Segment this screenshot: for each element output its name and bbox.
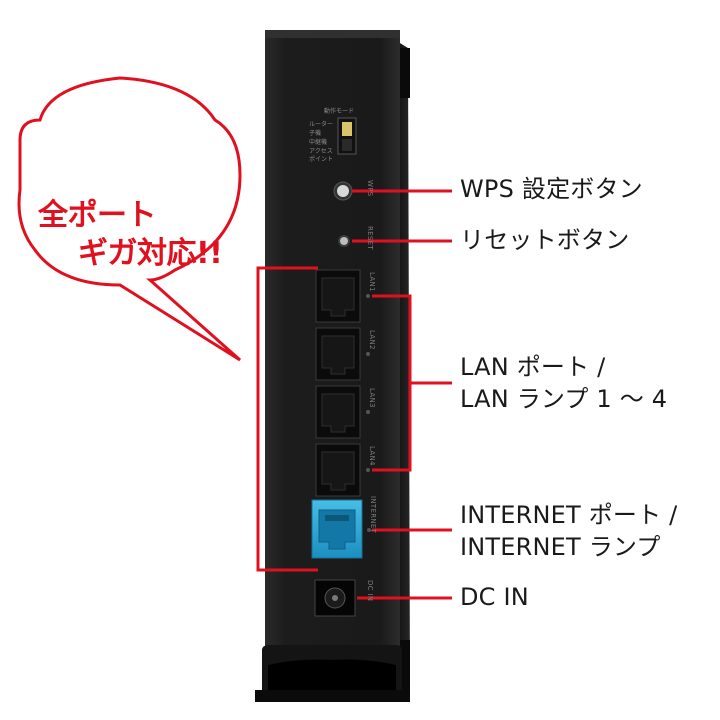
dcin-callout-label: DC IN xyxy=(460,583,529,611)
mode-switch[interactable] xyxy=(337,117,357,155)
internet-printed-label: INTERNET xyxy=(369,496,377,534)
reset-callout-label: リセットボタン xyxy=(460,226,630,254)
dcin-printed-label: DC IN xyxy=(366,580,374,602)
internet-lamp xyxy=(367,528,371,532)
callout-lines xyxy=(256,189,452,600)
lan-port-1[interactable] xyxy=(315,269,361,323)
reset-printed-label: RESET xyxy=(366,226,374,250)
lan1-printed-label: LAN1 xyxy=(368,272,376,292)
wps-callout-label: WPS 設定ボタン xyxy=(460,175,643,203)
lan4-printed-label: LAN4 xyxy=(368,446,376,466)
lan-lamp-1 xyxy=(366,294,370,298)
lan-lamp-4 xyxy=(366,468,370,472)
dc-in-port[interactable] xyxy=(314,579,356,617)
mode-option-3: 中継機 xyxy=(309,139,328,146)
lan3-printed-label: LAN3 xyxy=(368,388,376,408)
lan-port-4[interactable] xyxy=(315,443,361,497)
lan-callout-label-line2: LAN ランプ 1 ～ 4 xyxy=(460,385,668,413)
wps-printed-label: WPS xyxy=(366,180,374,197)
internet-callout-label-line1: INTERNET ポート / xyxy=(460,501,678,529)
reset-button[interactable] xyxy=(338,235,350,247)
mode-option-2: 子機 xyxy=(309,130,322,137)
mode-option-5: ポイント xyxy=(309,156,334,163)
lan-lamp-2 xyxy=(366,352,370,356)
internet-port[interactable] xyxy=(311,499,363,559)
lan-port-3[interactable] xyxy=(315,385,361,439)
lan2-printed-label: LAN2 xyxy=(368,330,376,350)
mode-option-4: アクセス xyxy=(309,148,333,155)
wps-button[interactable] xyxy=(333,181,353,201)
internet-callout-label-line2: INTERNET ランプ xyxy=(460,533,661,561)
speech-bubble xyxy=(17,76,242,362)
lan-lamp-3 xyxy=(366,410,370,414)
mode-label: 動作モード xyxy=(324,108,355,115)
bubble-text-line2: ギガ対応!! xyxy=(78,236,223,271)
mode-option-1: ルーター xyxy=(309,121,334,128)
lan-port-2[interactable] xyxy=(315,327,361,381)
lan-callout-label-line1: LAN ポート / xyxy=(460,353,606,381)
bubble-text-line1: 全ポート xyxy=(38,198,157,233)
